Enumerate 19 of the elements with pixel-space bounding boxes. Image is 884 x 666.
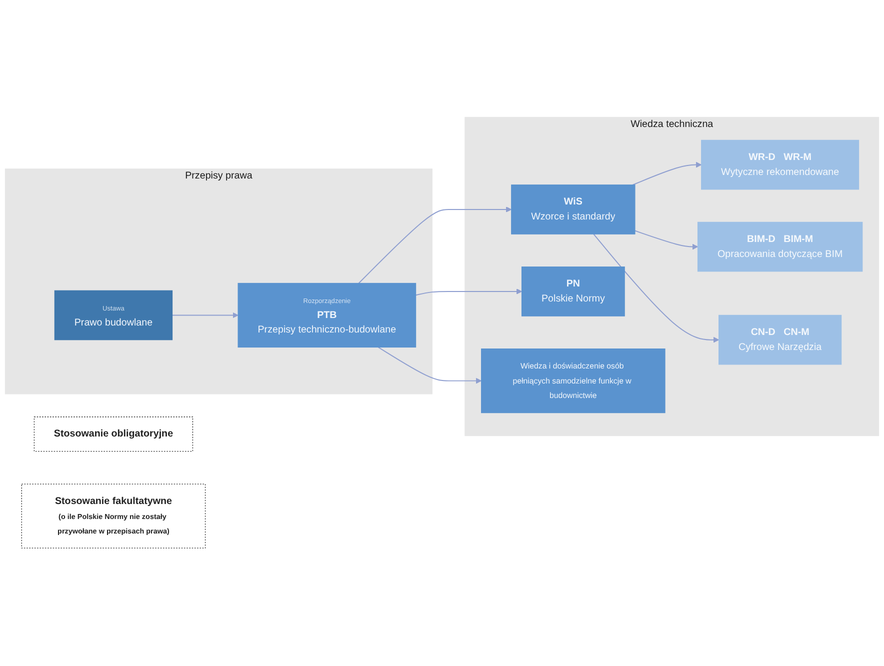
node-box: [521, 266, 625, 317]
arrow: [378, 347, 482, 384]
node-box: [34, 416, 194, 452]
node-box: [238, 283, 416, 348]
arrow: [593, 234, 720, 344]
node-box: [697, 222, 863, 272]
cluster: [464, 117, 880, 436]
node-box: [701, 140, 860, 190]
arrow: [634, 230, 698, 250]
node-box: [54, 290, 173, 340]
cluster: [4, 168, 432, 395]
node-box: [718, 315, 842, 366]
arrow: [172, 312, 238, 318]
arrow: [358, 206, 512, 284]
node-box: [21, 484, 206, 549]
arrow: [632, 162, 702, 186]
arrow: [415, 288, 522, 296]
node-box: [511, 184, 636, 235]
node-box: [481, 348, 666, 414]
